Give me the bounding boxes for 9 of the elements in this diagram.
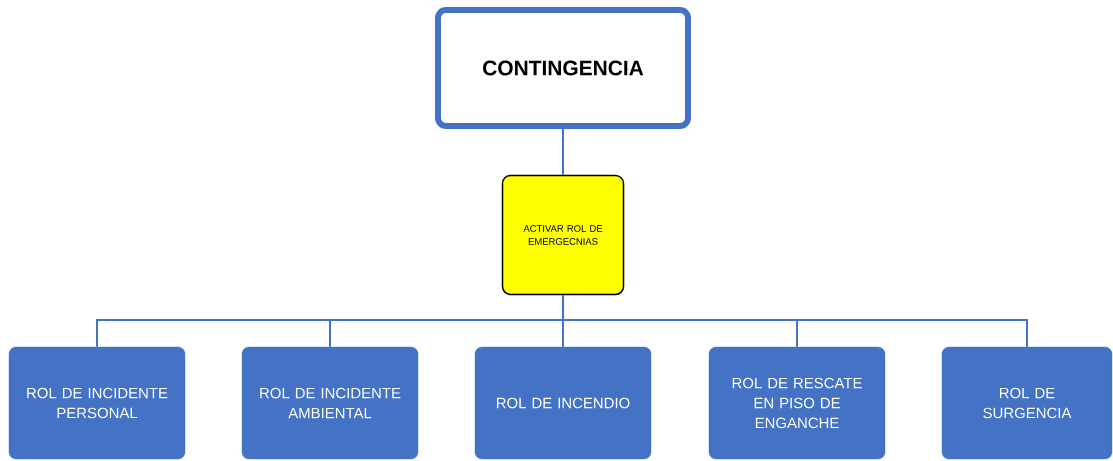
process-box: ACTIVAR ROL DE EMERGECNIAS: [501, 174, 625, 296]
role-box: ROL DE SURGENCIA: [941, 346, 1113, 460]
role-box: ROL DE RESCATE EN PISO DE ENGANCHE: [708, 346, 886, 460]
role-box: ROL DE INCIDENTE PERSONAL: [8, 346, 186, 460]
role-box: ROL DE INCENDIO: [474, 346, 652, 460]
connector-line: [562, 128, 564, 176]
connector-line: [562, 294, 1028, 348]
role-box: ROL DE INCIDENTE AMBIENTAL: [241, 346, 419, 460]
title-box: CONTINGENCIA: [435, 7, 691, 129]
